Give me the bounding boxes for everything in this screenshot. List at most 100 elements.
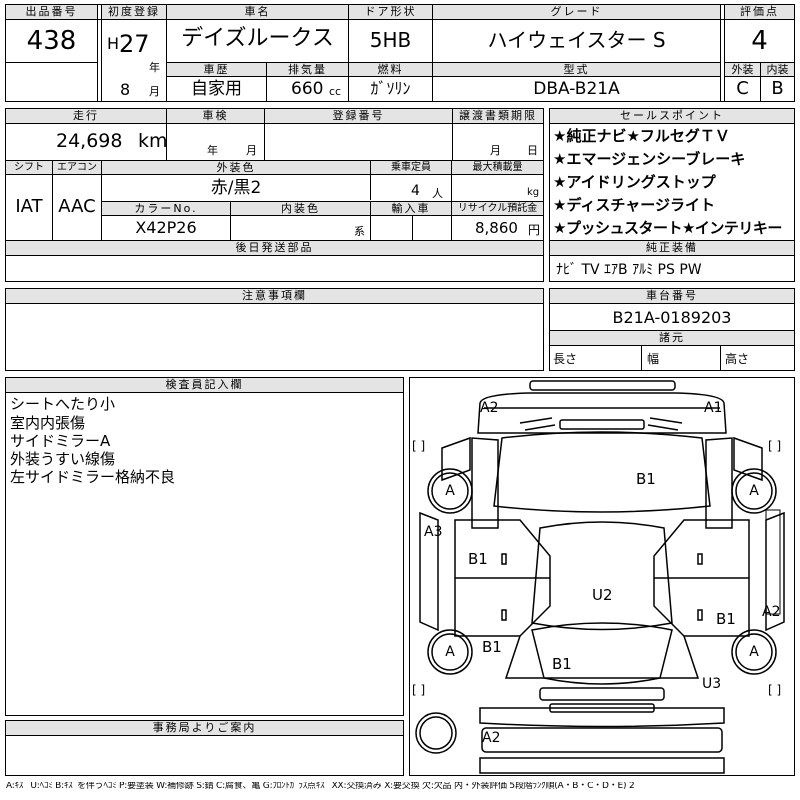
legend: A:ｷｽﾞ U:ﾍｺﾐ B:ｷｽﾞを伴うﾍｺﾐ P:要塗装 W:補修跡 S:錆 … bbox=[6, 782, 635, 791]
capacity: 4 bbox=[411, 183, 420, 199]
history-label: 車歴 bbox=[167, 63, 266, 76]
door-label: ドア形状 bbox=[349, 5, 432, 19]
inspector-note: 室内内張傷 bbox=[10, 414, 86, 432]
era: H bbox=[107, 34, 120, 53]
color-no: X42P26 bbox=[135, 218, 197, 237]
width-label: 幅 bbox=[647, 352, 660, 366]
inspection-year-unit: 年 bbox=[207, 144, 218, 157]
mark-wheel-front-left: A bbox=[445, 483, 455, 499]
interior-grade: B bbox=[771, 78, 784, 99]
shift-label: シフト bbox=[6, 161, 52, 174]
reg-month: 8 bbox=[120, 80, 131, 99]
selling-point: ★純正ナビ★フルセグＴＶ bbox=[553, 127, 730, 145]
selling-point: ★ディスチャージライト bbox=[553, 196, 715, 214]
exterior-grade: C bbox=[736, 78, 749, 99]
import-label: 輸入車 bbox=[371, 202, 451, 215]
later-parts-label: 後日発送部品 bbox=[6, 241, 543, 255]
fuel-label: 燃料 bbox=[349, 63, 432, 76]
car-diagram bbox=[415, 380, 785, 774]
displacement-unit: cc bbox=[329, 85, 342, 98]
car-name-label: 車名 bbox=[167, 5, 348, 19]
selling-points-box bbox=[549, 108, 795, 282]
load-unit: kg bbox=[527, 187, 540, 198]
mark-wheel-rear-right: A bbox=[749, 644, 759, 660]
mark-right-rear-panel: A2 bbox=[762, 604, 781, 620]
mark-hood: B1 bbox=[636, 470, 656, 488]
car-diagram-box bbox=[409, 377, 795, 776]
history: 自家用 bbox=[191, 79, 242, 99]
inspector-note: シートへたり小 bbox=[10, 395, 116, 413]
inspector-note: 左サイドミラー格納不良 bbox=[10, 468, 176, 486]
car-name: デイズルークス bbox=[181, 26, 334, 51]
recycle-unit: 円 bbox=[528, 223, 541, 237]
mark-top-left: A2 bbox=[480, 400, 499, 416]
mark-right-rear-corner: U3 bbox=[702, 676, 722, 692]
header-table bbox=[5, 4, 795, 102]
capacity-label: 乗車定員 bbox=[371, 161, 451, 174]
color-no-label: カラーNo. bbox=[102, 202, 230, 215]
mileage-label: 走行 bbox=[6, 109, 166, 123]
reg-year: 27 bbox=[119, 30, 150, 58]
inspector-note: サイドミラーA bbox=[10, 432, 111, 450]
score: 4 bbox=[751, 26, 768, 56]
capacity-unit: 人 bbox=[432, 187, 443, 200]
mark-right-rear-door: B1 bbox=[716, 610, 736, 628]
inspector-note: 外装うすい線傷 bbox=[10, 450, 116, 468]
displacement: 660 bbox=[291, 79, 324, 99]
ext-color: 赤/黒2 bbox=[210, 178, 262, 198]
reg-no-label: 登録番号 bbox=[265, 109, 452, 123]
length-label: 長さ bbox=[553, 352, 578, 366]
int-color-unit: 系 bbox=[354, 225, 365, 238]
notes-box bbox=[5, 288, 544, 371]
fuel: ｶﾞｿﾘﾝ bbox=[370, 79, 411, 98]
selling-point: ★エマージェンシーブレーキ bbox=[553, 150, 746, 168]
mark-roof: U2 bbox=[592, 586, 613, 604]
ac-label: エアコン bbox=[53, 161, 101, 174]
first-reg-label: 初度登録 bbox=[102, 5, 166, 19]
bracket-left-top: [ ] bbox=[412, 439, 426, 453]
displacement-label: 排気量 bbox=[267, 63, 348, 76]
chassis-label: 車台番号 bbox=[550, 289, 794, 303]
chassis-number: B21A-0189203 bbox=[612, 308, 732, 327]
ac: AAC bbox=[58, 196, 96, 217]
office-box bbox=[5, 720, 404, 776]
model-code: DBA-B21A bbox=[533, 79, 620, 99]
shift: IAT bbox=[15, 196, 43, 217]
recycle-label: リサイクル預託金 bbox=[452, 202, 543, 215]
lot-number: 438 bbox=[26, 26, 77, 56]
ext-color-label: 外装色 bbox=[102, 161, 370, 174]
inspection-label: 車検 bbox=[167, 109, 264, 123]
mark-top-right: A1 bbox=[704, 400, 723, 416]
transfer-month-unit: 月 bbox=[490, 144, 501, 157]
grade: ハイウェイスター S bbox=[487, 28, 666, 52]
mark-wheel-front-right: A bbox=[749, 483, 759, 499]
model-label: 型式 bbox=[433, 63, 720, 76]
inspector-label: 検査員記入欄 bbox=[6, 378, 403, 392]
height-label: 高さ bbox=[725, 352, 750, 366]
selling-point: ★プッシュスタート★インテリキー bbox=[553, 219, 782, 237]
dims-label: 諸元 bbox=[550, 331, 794, 345]
mark-left-fender: A3 bbox=[424, 524, 443, 540]
mark-left-rear-door: B1 bbox=[482, 638, 502, 656]
office-label: 事務局よりご案内 bbox=[6, 721, 403, 735]
grade-label: グレード bbox=[433, 5, 720, 19]
selling-points-label: セールスポイント bbox=[550, 109, 794, 123]
equipment: ﾅﾋﾞ TV ｴｱB ｱﾙﾐ PS PW bbox=[556, 262, 702, 278]
bracket-right-top: [ ] bbox=[768, 439, 782, 453]
door-type: 5HB bbox=[369, 28, 412, 52]
transfer-day-unit: 日 bbox=[527, 144, 538, 157]
mark-wheel-rear-left: A bbox=[445, 644, 455, 660]
inspection-month-unit: 月 bbox=[246, 144, 257, 157]
transfer-label: 譲渡書類期限 bbox=[453, 109, 543, 123]
load-label: 最大積載量 bbox=[452, 161, 543, 174]
mark-bottom-left: A2 bbox=[482, 730, 501, 746]
reg-year-unit: 年 bbox=[149, 61, 160, 74]
inspector-box bbox=[5, 377, 404, 716]
lot-label: 出品番号 bbox=[6, 5, 97, 19]
chassis-box bbox=[549, 288, 795, 371]
mileage-unit: km bbox=[138, 130, 168, 152]
reg-month-unit: 月 bbox=[149, 85, 160, 98]
mark-left-front-door: B1 bbox=[468, 550, 488, 568]
bracket-left-mid: [ ] bbox=[412, 683, 426, 697]
score-label: 評価点 bbox=[725, 5, 794, 19]
